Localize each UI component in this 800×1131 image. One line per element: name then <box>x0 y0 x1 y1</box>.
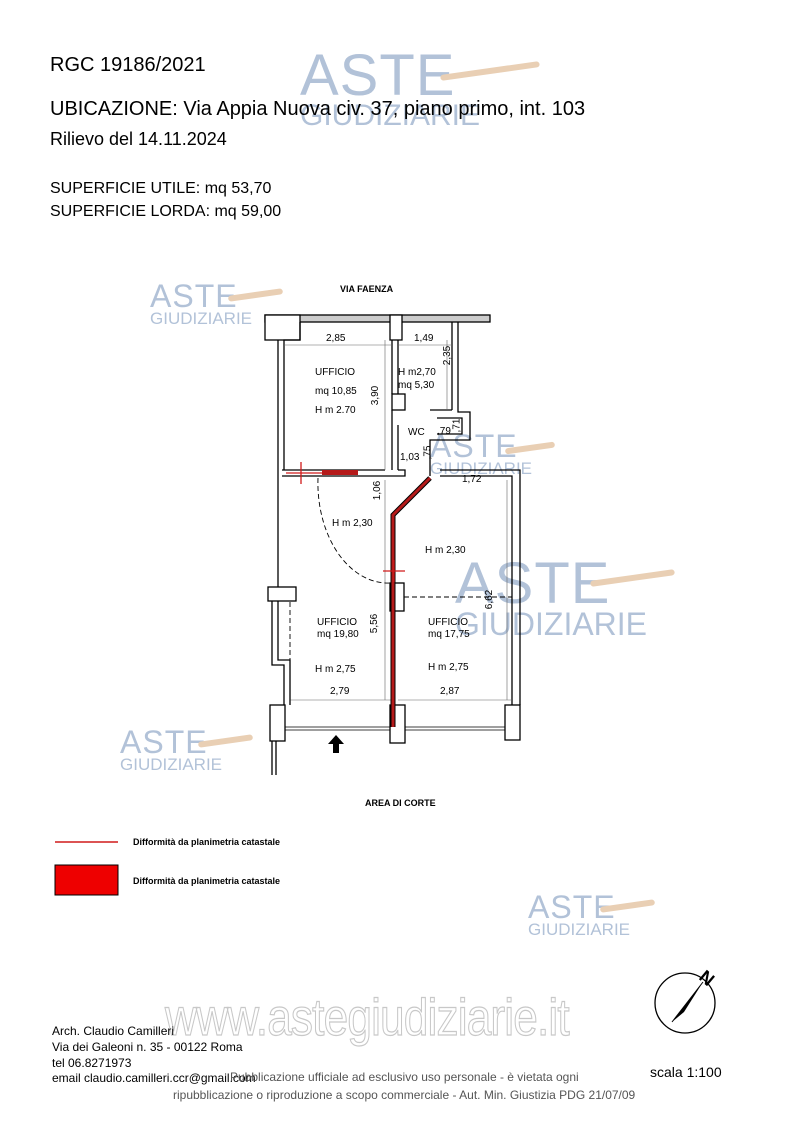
street-label: VIA FAENZA <box>340 284 394 294</box>
dimension: 2,87 <box>440 686 460 697</box>
case-number: RGC 19186/2021 <box>50 54 206 76</box>
room-area: mq 5,30 <box>398 380 435 391</box>
usable-area: SUPERFICIE UTILE: mq 53,70 <box>50 180 272 197</box>
architect-phone: tel 06.8271973 <box>52 1056 132 1070</box>
dimension: 1,72 <box>462 474 482 485</box>
dimension: 5,56 <box>369 613 381 634</box>
watermark-url: www.astegiudiziarie.it <box>164 988 570 1047</box>
dimension: ,75 <box>422 445 434 460</box>
dimension: 3,90 <box>370 385 382 406</box>
scale-label: scala 1:100 <box>650 1064 722 1080</box>
watermark-notice-2: ripubblicazione o riproduzione a scopo c… <box>173 1088 636 1102</box>
location: UBICAZIONE: Via Appia Nuova civ. 37, pia… <box>50 98 586 120</box>
dimension: ,79 <box>437 426 451 437</box>
room-area: mq 19,80 <box>317 629 359 640</box>
room-height: H m 2,75 <box>315 664 356 675</box>
entrance-arrow-icon <box>328 735 344 753</box>
room-area: mq 10,85 <box>315 386 357 397</box>
dimension: 2,79 <box>330 686 350 697</box>
survey-date: Rilievo del 14.11.2024 <box>50 129 227 149</box>
room-height: H m2,70 <box>398 367 436 378</box>
room-height: H m 2,30 <box>332 518 373 529</box>
courtyard-label: AREA DI CORTE <box>365 798 436 808</box>
room-name: WC <box>408 427 425 438</box>
dimension: 1,06 <box>372 480 384 501</box>
room-height: H m 2.70 <box>315 405 356 416</box>
legend-line-label: Difformità da planimetria catastale <box>133 837 281 847</box>
room-name: UFFICIO <box>317 617 357 628</box>
legend-fill-icon <box>54 864 119 896</box>
difference-marks <box>286 462 432 727</box>
dimension: 2,85 <box>326 333 346 344</box>
room-height: H m 2,30 <box>425 545 466 556</box>
compass-icon <box>654 972 716 1034</box>
legend-fill-label: Difformità da planimetria catastale <box>133 876 281 886</box>
dimension: 2,35 <box>442 345 454 366</box>
dimension: ,71 <box>451 418 463 433</box>
room-name: UFFICIO <box>315 367 355 378</box>
architect-name: Arch. Claudio Camilleri <box>52 1024 175 1038</box>
watermark-notice-1: Pubblicazione ufficiale ad esclusivo uso… <box>230 1070 579 1084</box>
gross-area: SUPERFICIE LORDA: mq 59,00 <box>50 203 282 220</box>
room-area: mq 17,75 <box>428 629 470 640</box>
dimension: 6,62 <box>484 589 496 610</box>
architect-email: email claudio.camilleri.ccr@gmail.com <box>52 1071 256 1085</box>
room-name: UFFICIO <box>428 617 468 628</box>
room-height: H m 2,75 <box>428 662 469 673</box>
dimension: 1,03 <box>400 452 420 463</box>
architect-address: Via dei Galeoni n. 35 - 00122 Roma <box>52 1040 243 1054</box>
dimension: 1,49 <box>414 333 434 344</box>
